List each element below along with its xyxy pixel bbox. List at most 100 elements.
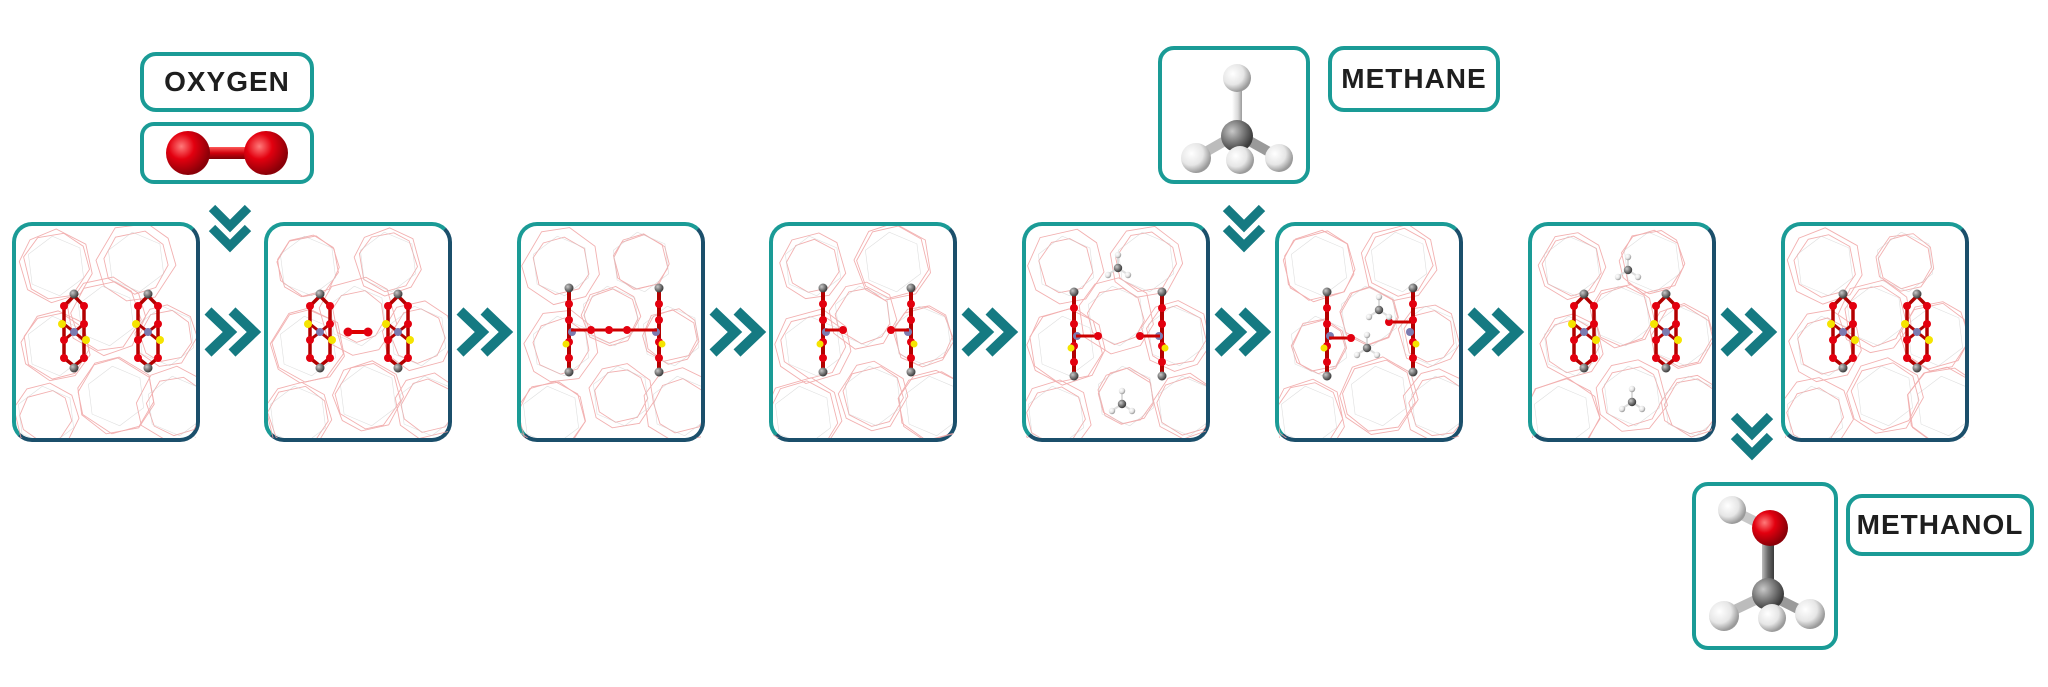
- structure-render-1: [16, 226, 196, 438]
- oxygen-atom: [60, 336, 68, 344]
- oxygen-atom: [587, 326, 595, 334]
- oxygen-atom: [1652, 302, 1660, 310]
- carbon-atom: [655, 284, 664, 293]
- step-panel-3: [517, 222, 705, 442]
- oxygen-atom: [819, 316, 827, 324]
- methanol-molecule-icon: [1696, 486, 1834, 646]
- carbon-atom: [1118, 400, 1126, 408]
- hydrogen-atom: [1354, 352, 1360, 358]
- hydrogen-atom: [1364, 332, 1370, 338]
- oxygen-atom: [839, 326, 847, 334]
- oxygen-atom: [154, 320, 162, 328]
- carbon-atom: [1158, 372, 1167, 381]
- sulfur-atom: [911, 341, 918, 348]
- oxygen-label-text: OXYGEN: [164, 66, 290, 98]
- metal-atom: [316, 328, 324, 336]
- carbon-atom: [1662, 364, 1671, 373]
- oxygen-atom: [364, 328, 373, 337]
- oxygen-atom: [1323, 358, 1331, 366]
- sulfur-atom: [1413, 341, 1420, 348]
- oxygen-atom: [1903, 354, 1911, 362]
- oxygen-atom: [1672, 320, 1680, 328]
- hydrogen-atom: [1625, 254, 1631, 260]
- right-arrow-icon: [204, 307, 266, 357]
- structure-render-3: [521, 226, 701, 438]
- sulfur-atom: [304, 320, 312, 328]
- carbon-atom: [1913, 290, 1922, 299]
- oxygen-atom: [1590, 302, 1598, 310]
- oxygen-atom: [384, 302, 392, 310]
- sulfur-atom: [1162, 345, 1169, 352]
- methanol-label-text: METHANOL: [1857, 509, 2024, 541]
- oxygen-atom: [404, 302, 412, 310]
- carbon-atom: [70, 364, 79, 373]
- sulfur-atom: [1321, 345, 1328, 352]
- hydrogen-atom: [1639, 406, 1645, 412]
- oxygen-atom: [1136, 332, 1144, 340]
- step-panel-4: [769, 222, 957, 442]
- methane-molecule-card: [1158, 46, 1310, 184]
- carbon-atom: [907, 284, 916, 293]
- oxygen-atom: [1590, 354, 1598, 362]
- oxygen-atom: [1570, 354, 1578, 362]
- step-panel-6: [1275, 222, 1463, 442]
- carbon-atom: [70, 290, 79, 299]
- oxygen-atom: [565, 300, 573, 308]
- o2-molecule-icon: [144, 126, 310, 180]
- sulfur-atom: [1650, 320, 1658, 328]
- carbon-atom: [1409, 284, 1418, 293]
- oxygen-atom: [134, 336, 142, 344]
- carbon-atom: [1913, 364, 1922, 373]
- methanol-label: METHANOL: [1846, 494, 2034, 556]
- sulfur-atom: [563, 341, 570, 348]
- carbon-atom: [1070, 372, 1079, 381]
- oxygen-atom: [134, 302, 142, 310]
- metal-atom: [1839, 328, 1847, 336]
- sulfur-atom: [1925, 336, 1933, 344]
- oxygen-atom: [1849, 302, 1857, 310]
- oxygen-atom: [1323, 320, 1331, 328]
- oxygen-atom: [1158, 304, 1166, 312]
- oxygen-atom: [907, 316, 915, 324]
- oxygen-atom: [1409, 300, 1417, 308]
- oxygen-atom: [326, 320, 334, 328]
- carbon-atom: [144, 364, 153, 373]
- oxygen-atom: [1590, 320, 1598, 328]
- sulfur-atom: [156, 336, 164, 344]
- oxygen-atom: [907, 354, 915, 362]
- oxygen-atom: [655, 316, 663, 324]
- right-arrow-icon: [456, 307, 518, 357]
- oxygen-atom: [80, 320, 88, 328]
- carbon-atom: [394, 290, 403, 299]
- oxygen-atom: [819, 354, 827, 362]
- oxygen-atom: [384, 354, 392, 362]
- oxygen-atom: [1323, 304, 1331, 312]
- carbon-atom: [1839, 364, 1848, 373]
- oxygen-atom: [404, 320, 412, 328]
- oxygen-atom: [1347, 334, 1355, 342]
- sulfur-atom: [1901, 320, 1909, 328]
- oxygen-atom: [306, 354, 314, 362]
- oxygen-atom: [565, 354, 573, 362]
- right-arrow-icon: [709, 307, 771, 357]
- oxygen-atom: [1903, 336, 1911, 344]
- carbon-atom: [1624, 266, 1632, 274]
- metal-atom: [1580, 328, 1588, 336]
- oxygen-atom: [306, 336, 314, 344]
- sulfur-atom: [1592, 336, 1600, 344]
- right-arrow-icon: [1214, 307, 1276, 357]
- down-arrow-methanol-icon: [1730, 410, 1774, 464]
- metal-atom: [394, 328, 402, 336]
- down-arrow-oxygen-icon: [208, 202, 252, 256]
- oxygen-atom: [565, 316, 573, 324]
- methanol-molecule-card: [1692, 482, 1838, 650]
- sulfur-atom: [1568, 320, 1576, 328]
- sulfur-atom: [1851, 336, 1859, 344]
- hydrogen-atom: [1374, 352, 1380, 358]
- oxygen-atom: [605, 326, 613, 334]
- carbon-atom: [565, 368, 574, 377]
- structure-render-8: [1785, 226, 1965, 438]
- oxygen-atom: [1409, 354, 1417, 362]
- hydrogen-atom: [1115, 252, 1121, 258]
- oxygen-atom: [1570, 336, 1578, 344]
